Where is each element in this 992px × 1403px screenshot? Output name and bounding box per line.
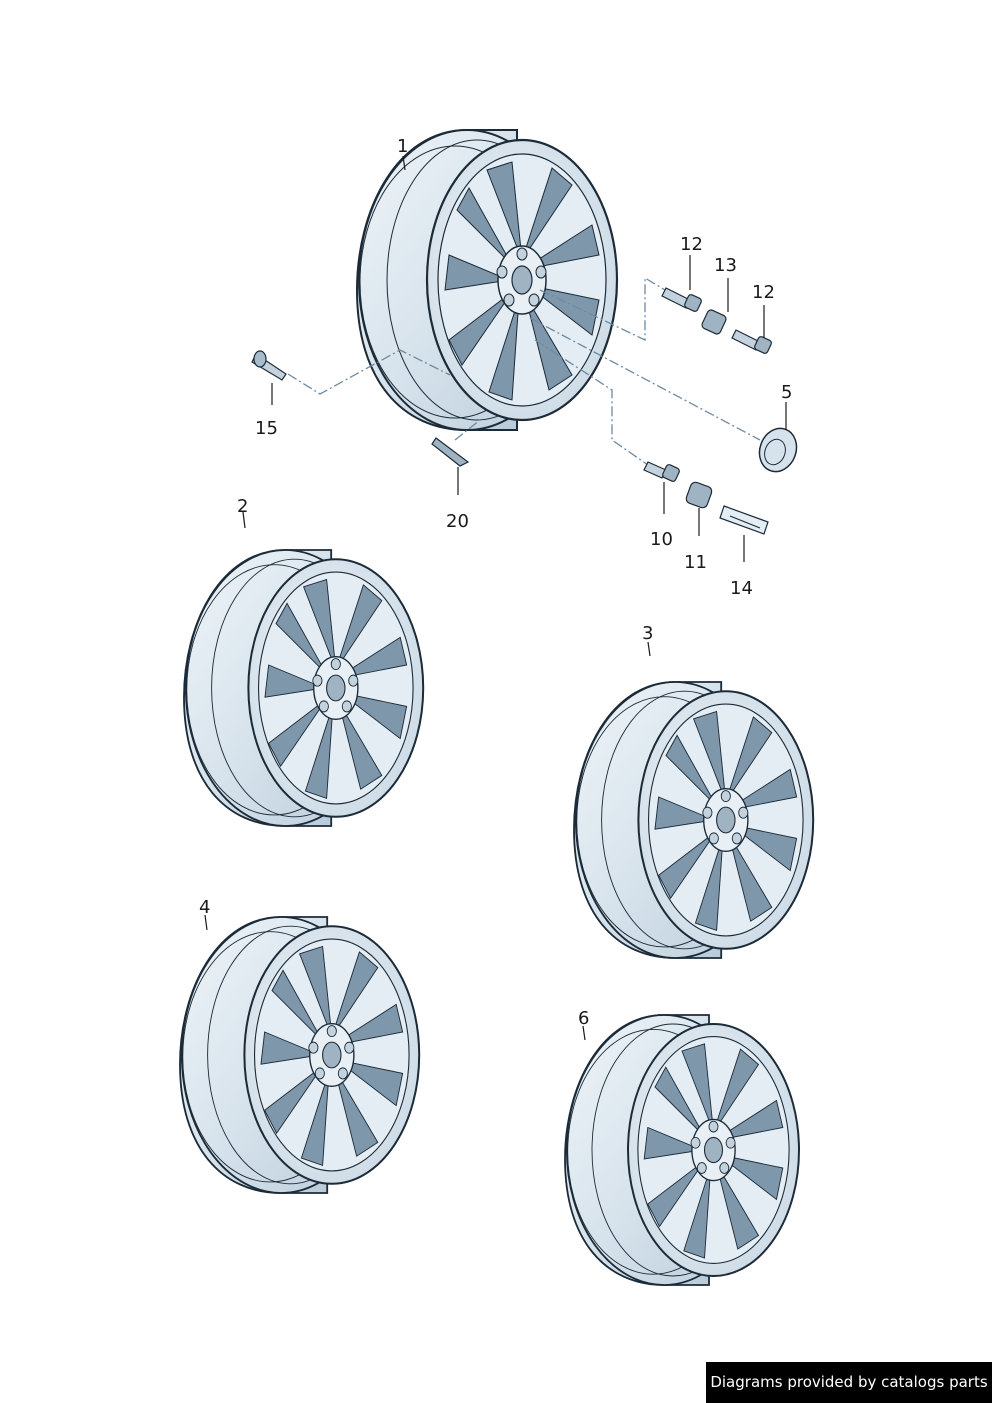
callout-13: 13 [714,255,737,276]
wheel-6 [564,1014,800,1286]
assembly-line-10 [534,339,649,466]
callout-2: 2 [237,496,248,517]
callout-15: 15 [255,418,278,439]
wheel-2 [182,548,425,828]
assembly-line-5 [529,317,761,441]
bolt-12a [661,287,702,312]
callout-6: 6 [578,1008,589,1029]
wheel-3 [572,680,815,960]
puller-14 [719,505,769,535]
callout-4: 4 [199,897,210,918]
callout-11: 11 [684,552,707,573]
bolt-10 [643,461,680,482]
leader-lines [204,155,787,1041]
callout-12a: 12 [680,234,703,255]
wheel-1 [355,128,619,432]
callout-1: 1 [397,136,408,157]
assembly-line-15 [287,349,451,395]
valve-stem-15 [251,350,287,381]
callout-12b: 12 [752,282,775,303]
callout-20: 20 [446,511,469,532]
wheel-4 [178,915,421,1195]
hub-cap-5 [758,427,798,473]
footer-credit: Diagrams provided by catalogs parts [706,1362,992,1403]
callout-5: 5 [781,382,792,403]
callout-10: 10 [650,529,673,550]
assembly-line-12 [539,276,666,342]
balance-weight-20 [431,437,470,467]
cap-11 [685,481,713,509]
callout-14: 14 [730,578,753,599]
bolt-12b [731,329,772,354]
callout-3: 3 [642,623,653,644]
assembly-line-20 [454,419,481,441]
nut-13 [701,309,727,335]
